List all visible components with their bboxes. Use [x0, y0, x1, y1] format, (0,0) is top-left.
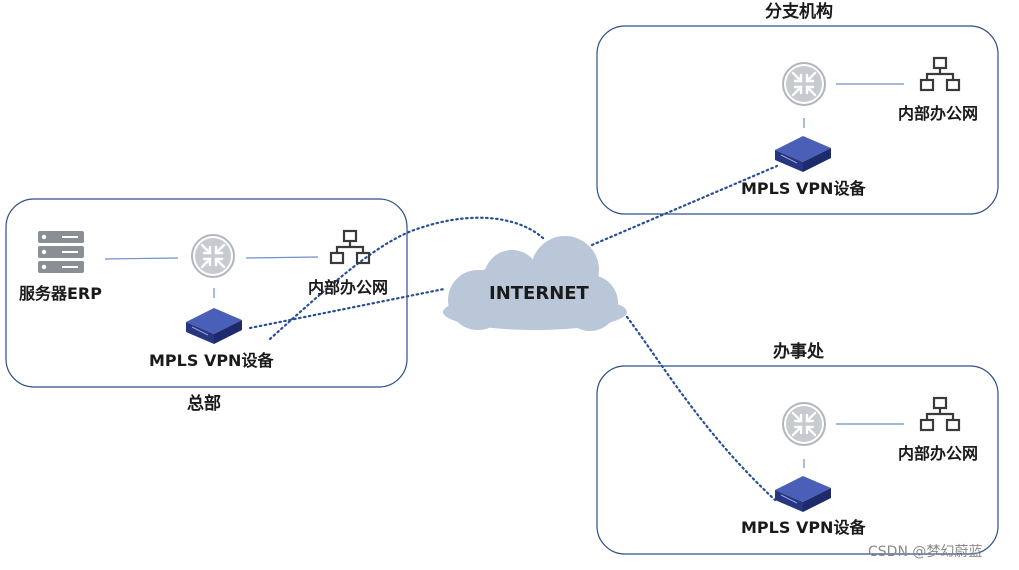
watermark-text: CSDN @梦幻蔚蓝: [868, 544, 983, 560]
internet-cloud: [443, 236, 627, 331]
office-lan-icon: [919, 396, 961, 432]
office-router-icon: [782, 402, 826, 446]
server-icon: [38, 231, 84, 273]
branch-mpls-device-icon: [775, 136, 831, 172]
office-mpls-device-icon: [775, 476, 831, 512]
office-frame: [596, 365, 999, 555]
branch-lan-label: 内部办公网: [898, 104, 979, 123]
office-title: 办事处: [773, 342, 824, 362]
hq-to-branch-dotted-link: [268, 216, 547, 341]
internet-label: INTERNET: [489, 283, 589, 304]
dotted-links: [248, 164, 779, 502]
hq-lan-icon: [329, 229, 371, 265]
branch-device-label: MPLS VPN设备: [741, 179, 866, 198]
hq-server-label: 服务器ERP: [19, 284, 102, 303]
hq-to-internet-dotted-link: [248, 287, 446, 330]
office-lan-label: 内部办公网: [898, 444, 979, 463]
internet-to-branch-dotted-link: [590, 164, 779, 247]
hq-mpls-device-icon: [186, 308, 242, 344]
branch-lan-icon: [919, 56, 961, 92]
internet-to-office-dotted-link: [622, 311, 777, 502]
hq-device-label: MPLS VPN设备: [149, 351, 274, 370]
branch-frame: [596, 25, 999, 215]
office-device-label: MPLS VPN设备: [741, 518, 866, 537]
hq-title: 总部: [187, 394, 221, 414]
solid-links: [104, 83, 904, 468]
branch-title: 分支机构: [765, 2, 833, 22]
hq-lan-label: 内部办公网: [308, 278, 389, 297]
branch-router-icon: [782, 62, 826, 106]
hq-frame: [5, 198, 408, 388]
hq-router-icon: [191, 234, 235, 278]
hq-server-router-link: [104, 257, 179, 260]
hq-router-lan-link: [245, 256, 319, 259]
